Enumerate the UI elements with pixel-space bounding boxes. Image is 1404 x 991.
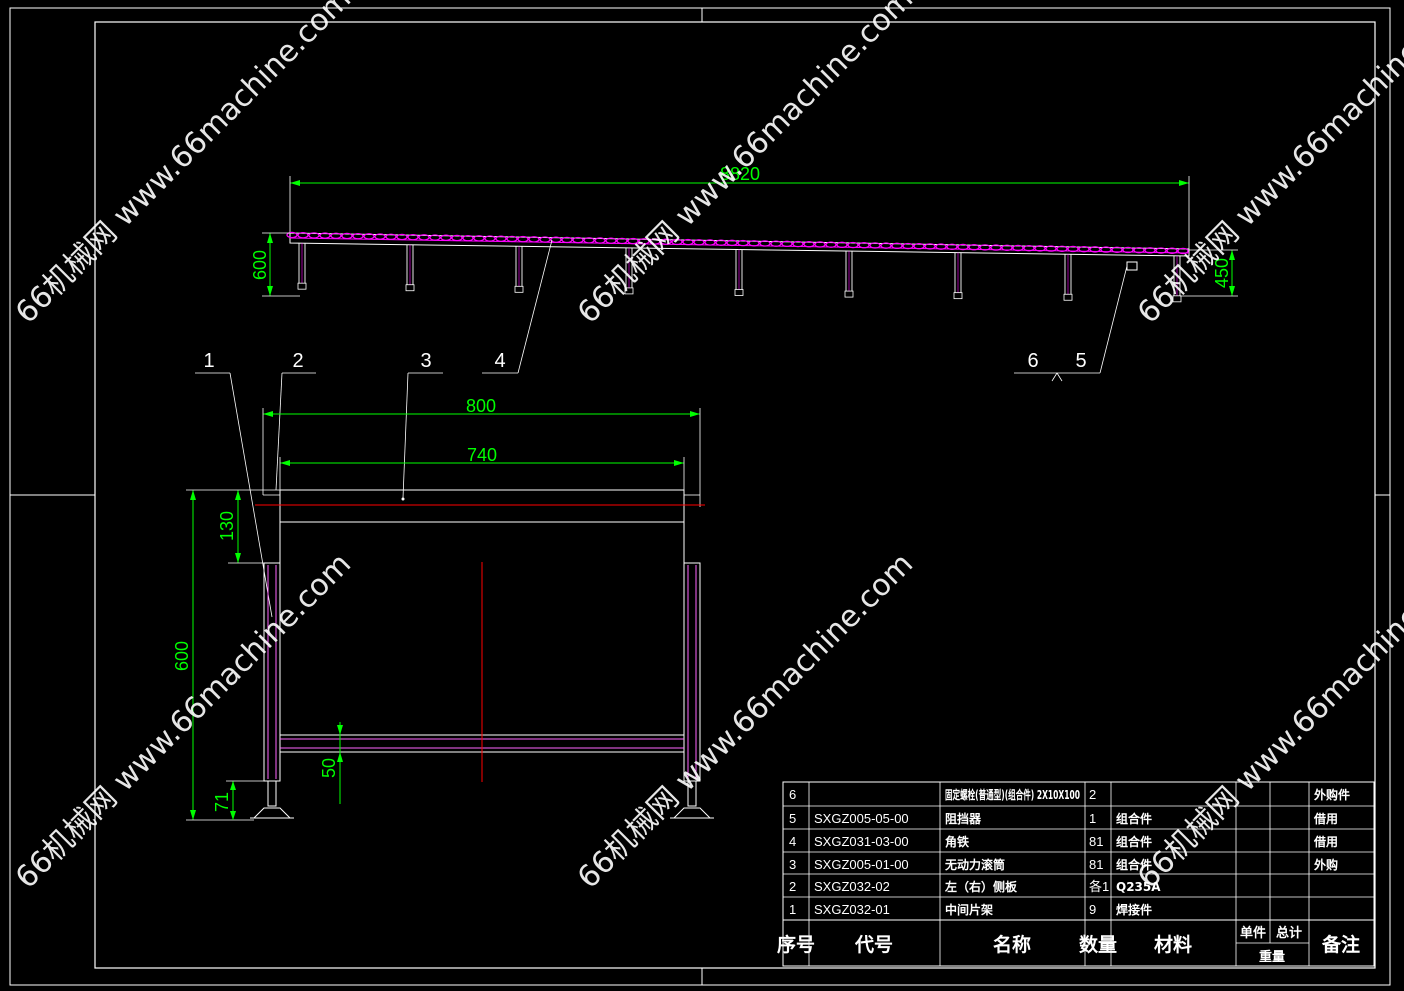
foot-dim: 71 [212, 792, 232, 812]
header-total-weight: 总计 [1276, 925, 1302, 941]
bom-row-material: 组合件 [1116, 834, 1152, 849]
bom-row-no: 6 [789, 787, 796, 802]
callout-3: 3 [420, 350, 431, 372]
callout-4: 4 [494, 350, 505, 372]
bom-row-name: 固定螺栓(普通型)(组合件) 2X10X100 [945, 787, 1080, 802]
bom-row-no: 4 [789, 834, 796, 849]
side-view: 1 2 3 800 740 [172, 350, 714, 821]
bom-row-remark: 外购件 [1314, 787, 1350, 802]
bom-row-name: 左（右）侧板 [944, 879, 1018, 894]
bom-row-material: 焊接件 [1116, 902, 1152, 917]
top-view: 8820 600 450 4 6 5 [250, 164, 1238, 382]
header-code: 代号 [854, 934, 893, 956]
bom-row-remark: 外购 [1314, 857, 1338, 872]
watermarks: 66机械网 www.66machine.com 66机械网 www.66mach… [9, 0, 1404, 896]
bom-row-code: SXGZ032-01 [814, 902, 890, 917]
bom-row-code: SXGZ005-01-00 [814, 857, 909, 872]
bom-row-qty: 2 [1089, 787, 1096, 802]
bom-row-qty: 81 [1089, 857, 1103, 872]
roller [1111, 246, 1123, 253]
header-material: 材料 [1154, 933, 1192, 956]
header-qty: 数量 [1079, 933, 1117, 956]
width-inner-dim: 740 [467, 445, 497, 465]
bom-row-code: SXGZ031-03-00 [814, 834, 909, 849]
callout-1: 1 [203, 350, 214, 372]
right-height-dim: 450 [1212, 258, 1232, 288]
header-name: 名称 [993, 933, 1031, 956]
bom-row-material: 组合件 [1116, 811, 1152, 826]
bom-row-material: 组合件 [1116, 857, 1152, 872]
bom-row-material: Q235A [1116, 880, 1161, 894]
header-no: 序号 [777, 933, 815, 956]
length-dim: 8820 [720, 164, 760, 184]
bom-row-no: 3 [789, 857, 796, 872]
bom-row-qty: 9 [1089, 902, 1096, 917]
bom-row-name: 中间片架 [945, 902, 993, 917]
header-unit-weight: 单件 [1240, 925, 1266, 941]
header-weight: 重量 [1259, 949, 1285, 965]
watermark: 66机械网 www.66machine.com [9, 546, 358, 895]
bom-row-name: 角铁 [945, 834, 969, 849]
bom-row-no: 5 [789, 811, 796, 826]
callout-6: 6 [1027, 350, 1038, 372]
roller [1133, 246, 1145, 254]
bom-table: 6 固定螺栓(普通型)(组合件) 2X10X100 2 外购件 5 SXGZ005-05-… [777, 781, 1375, 967]
watermark: 66机械网 www.66machine.com [9, 0, 358, 331]
bom-row-no: 2 [789, 879, 796, 894]
leg-height-dim: 600 [172, 641, 192, 671]
roller [1155, 247, 1167, 254]
top-offset-dim: 130 [217, 511, 237, 541]
bom-row-qty: 81 [1089, 834, 1103, 849]
roller [1089, 246, 1101, 253]
brace-dim: 50 [319, 758, 339, 778]
bom-row-name: 阻挡器 [945, 811, 982, 826]
roller [1078, 245, 1090, 253]
roller [1122, 246, 1134, 254]
watermark: 66机械网 www.66machine.com [571, 0, 920, 331]
width-outer-dim: 800 [466, 396, 496, 416]
bom-row-code: SXGZ032-02 [814, 879, 890, 894]
roller [1177, 247, 1189, 255]
header-remark: 备注 [1321, 933, 1360, 956]
roller [1067, 245, 1079, 253]
callout-2: 2 [292, 350, 303, 372]
bom-row-qty: 各1 [1089, 879, 1109, 894]
bom-row-code: SXGZ005-05-00 [814, 811, 909, 826]
roller [1100, 246, 1112, 253]
outer-border [9, 7, 1391, 986]
bom-row-name: 无动力滚筒 [944, 857, 1005, 872]
legs [297, 243, 1182, 303]
bom-row-remark: 借用 [1313, 834, 1338, 849]
roller-row [286, 231, 1190, 255]
bom-row-remark: 借用 [1313, 811, 1338, 826]
watermark: 66机械网 www.66machine.com [1131, 0, 1404, 331]
callout-5: 5 [1075, 350, 1086, 372]
watermark: 66机械网 www.66machine.com [1131, 546, 1404, 895]
roller [1144, 247, 1156, 254]
height-dim: 600 [250, 250, 270, 280]
roller [1166, 247, 1178, 254]
bom-row-no: 1 [789, 902, 796, 917]
bom-row-qty: 1 [1089, 811, 1096, 826]
